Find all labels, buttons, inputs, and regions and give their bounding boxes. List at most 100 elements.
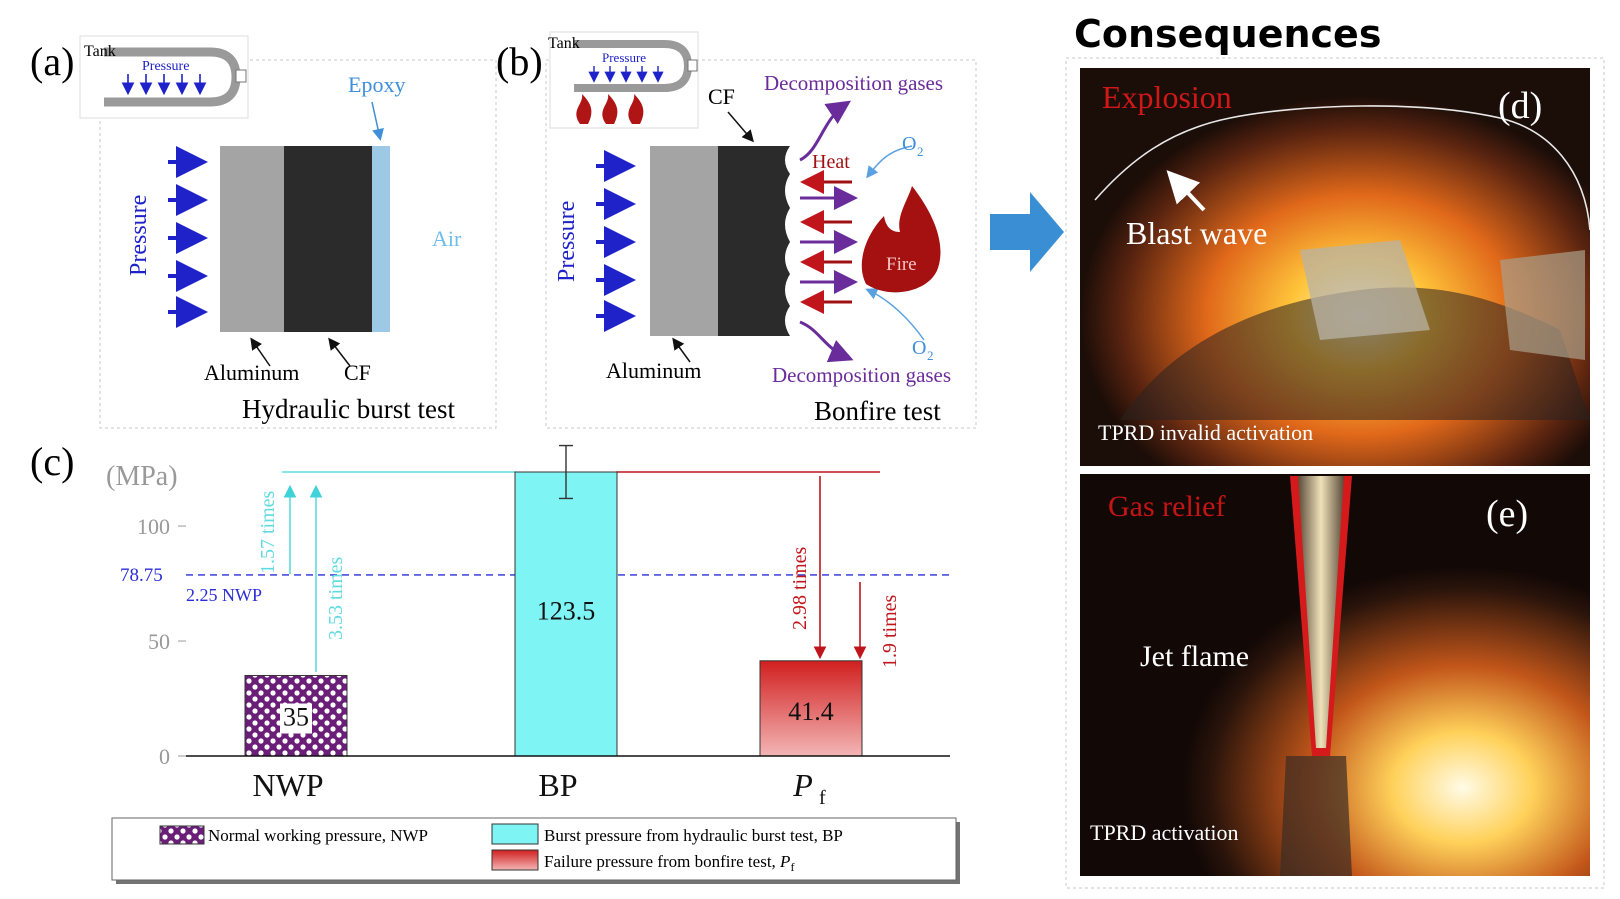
svg-text:2: 2 — [927, 348, 934, 363]
legend-label-nwp: Normal working pressure, NWP — [208, 826, 428, 845]
panel-a-label: (a) — [30, 39, 74, 84]
cf-layer-a — [284, 146, 372, 332]
tank-label-a: Tank — [84, 43, 116, 60]
bar-value-backing — [280, 703, 312, 734]
panel-d: Explosion (d) Blast wave TPRD invalid ac… — [1080, 68, 1591, 466]
decomp-top-arrow — [799, 100, 851, 162]
gas-arrows — [800, 186, 858, 294]
aluminum-pointer-b — [672, 337, 691, 363]
tank-inset-b: Tank Pressure — [548, 31, 699, 129]
epoxy-pointer — [371, 101, 384, 141]
x-category-label: NWP — [252, 767, 323, 803]
panel-b-frame — [545, 59, 977, 429]
ratio-label-3-53: 3.53 times — [325, 556, 347, 640]
aluminum-label-b: Aluminum — [606, 358, 701, 383]
reference-value-label: 78.75 — [120, 565, 163, 586]
svg-text:O: O — [912, 337, 926, 359]
blast-wave-label: Blast wave — [1126, 215, 1267, 251]
small-flames-icon — [576, 94, 644, 124]
reference-line-label: 2.25 NWP — [186, 585, 262, 605]
bar-value-label: 123.5 — [537, 597, 596, 626]
jet-flame-core — [1298, 476, 1344, 748]
ratio-label-2-98: 2.98 times — [789, 546, 811, 630]
legend-label-pf: Failure pressure from bonfire test, Pf — [544, 852, 794, 874]
panel-e: Gas relief (e) Jet flame TPRD activation — [1080, 474, 1590, 876]
decomp-top-label: Decomposition gases — [764, 71, 943, 95]
cf-pointer-a — [328, 337, 351, 367]
tank-valve-icon — [235, 69, 247, 83]
nozzle-shape — [1280, 756, 1352, 876]
ratio-annotations: 1.57 times 3.53 times 2.98 times 1.9 tim… — [257, 476, 901, 672]
cf-label-a: CF — [344, 360, 371, 385]
tank-inset-a: Tank Pressure — [79, 35, 249, 119]
svg-text:2: 2 — [917, 144, 924, 159]
tank-label-b: Tank — [548, 35, 580, 52]
air-label: Air — [432, 226, 462, 251]
y-tick-label: 100 — [137, 514, 170, 539]
chart-legend: Normal working pressure, NWP Burst press… — [111, 817, 960, 884]
jet-flame-label: Jet flame — [1140, 640, 1249, 673]
aluminum-layer-a — [220, 146, 284, 332]
panel-a-title: Hydraulic burst test — [242, 394, 455, 424]
panel-b-label: (b) — [496, 39, 543, 84]
decomp-bottom-label: Decomposition gases — [772, 363, 951, 387]
aluminum-pointer-a — [250, 337, 271, 367]
panel-b-title: Bonfire test — [814, 396, 941, 426]
tprd-activation-label: TPRD activation — [1090, 820, 1238, 845]
consequences-panel: Consequences Explosion (d) Blast wave TP… — [1065, 12, 1605, 889]
explosion-label: Explosion — [1102, 79, 1232, 115]
blast-wave-outline — [1094, 105, 1591, 231]
fire-label: Fire — [886, 254, 917, 275]
y-tick-label: 50 — [148, 629, 170, 654]
o2-bottom-arrow — [865, 288, 925, 341]
ratio-label-1-57: 1.57 times — [257, 490, 279, 574]
consequence-arrow-icon — [990, 192, 1064, 272]
cf-label-b: CF — [708, 84, 735, 109]
blast-wave-pointer — [1166, 170, 1206, 212]
y-axis-title: (MPa) — [106, 461, 178, 492]
o2-bottom-label: O 2 — [912, 337, 934, 363]
tank-pressure-arrows-b — [588, 66, 664, 83]
pressure-arrows-b — [596, 150, 636, 332]
aluminum-label-a: Aluminum — [204, 360, 299, 385]
x-category-label: BP — [538, 767, 577, 803]
gas-relief-label: Gas relief — [1108, 490, 1225, 523]
tank-pressure-label-a: Pressure — [142, 59, 189, 74]
tank-debris-shape — [1300, 240, 1430, 340]
bar-p — [759, 660, 863, 757]
aluminum-layer-b — [650, 146, 718, 336]
panel-c-label: (c) — [30, 439, 74, 484]
debris-silhouette — [1120, 287, 1590, 420]
epoxy-layer-a — [372, 146, 390, 332]
decomp-bottom-arrow — [799, 320, 854, 363]
pressure-arrows-a — [168, 146, 208, 328]
bar-bp — [514, 471, 618, 757]
epoxy-label: Epoxy — [348, 72, 405, 97]
bar-value-label: 35 — [283, 702, 309, 731]
heat-label: Heat — [812, 151, 850, 173]
ratio-label-1-9: 1.9 times — [879, 594, 901, 668]
cf-layer-b — [718, 146, 790, 336]
tprd-invalid-label: TPRD invalid activation — [1098, 420, 1313, 445]
panel-b: (b) Tank Pressure CF Decomposition gases — [496, 31, 977, 429]
panel-debris-shape — [1500, 250, 1585, 360]
consequences-heading: Consequences — [1074, 12, 1381, 56]
x-category-subscript: f — [819, 787, 826, 809]
cf-pointer-b — [727, 111, 754, 143]
x-category-label: P — [792, 767, 813, 803]
panel-d-label: (d) — [1498, 85, 1542, 127]
legend-swatch-pf — [491, 849, 539, 871]
o2-top-arrow — [866, 145, 913, 179]
legend-swatch-nwp — [159, 825, 205, 845]
panel-a-frame — [99, 59, 497, 429]
heat-arrows — [800, 170, 852, 314]
tank-pressure-label-b: Pressure — [602, 50, 646, 65]
panel-a: (a) Tank Pressure P — [30, 35, 497, 429]
svg-text:O: O — [902, 133, 916, 155]
y-tick-label: 0 — [159, 744, 170, 769]
tank-pressure-arrows — [121, 74, 207, 96]
legend-swatch-bp — [491, 823, 539, 845]
